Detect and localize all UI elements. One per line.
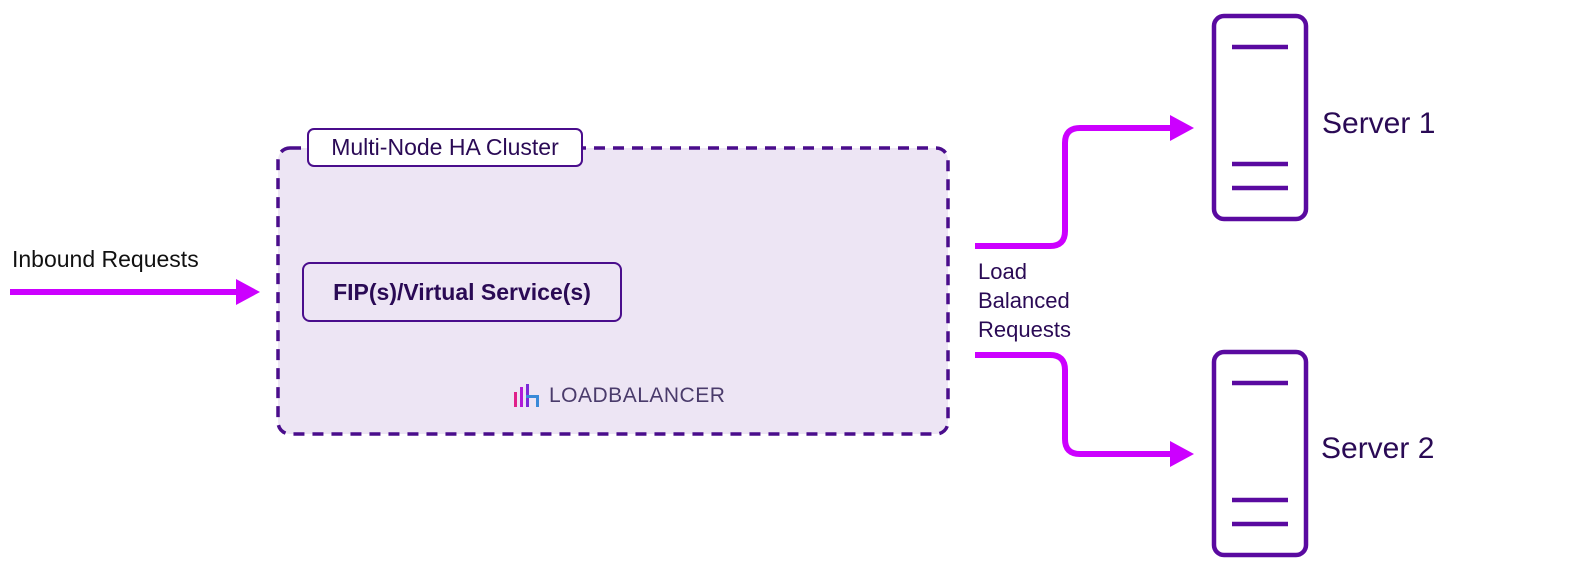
load-balanced-label-line-2: Balanced xyxy=(978,288,1070,313)
load-balanced-label-line-3: Requests xyxy=(978,317,1071,342)
cluster-box xyxy=(276,146,950,436)
server-2-label: Server 2 xyxy=(1321,432,1435,465)
arrow-to-server-1 xyxy=(975,115,1194,249)
virtual-service-box: FIP(s)/Virtual Service(s) xyxy=(302,262,622,322)
loadbalancer-logo-text: LOADBALANCER xyxy=(549,384,726,407)
cluster-title: Multi-Node HA Cluster xyxy=(307,128,583,167)
loadbalancer-logo-icon xyxy=(514,384,539,407)
server-1-label: Server 1 xyxy=(1322,107,1436,140)
server-1-icon xyxy=(1211,13,1309,222)
loadbalancer-logo: LOADBALANCER xyxy=(513,384,725,408)
load-balanced-label-line-1: Load xyxy=(978,259,1027,284)
server-2-icon xyxy=(1211,349,1309,558)
inbound-requests-label: Inbound Requests xyxy=(12,246,199,272)
arrow-to-server-2 xyxy=(975,352,1194,467)
inbound-arrow xyxy=(10,279,260,305)
